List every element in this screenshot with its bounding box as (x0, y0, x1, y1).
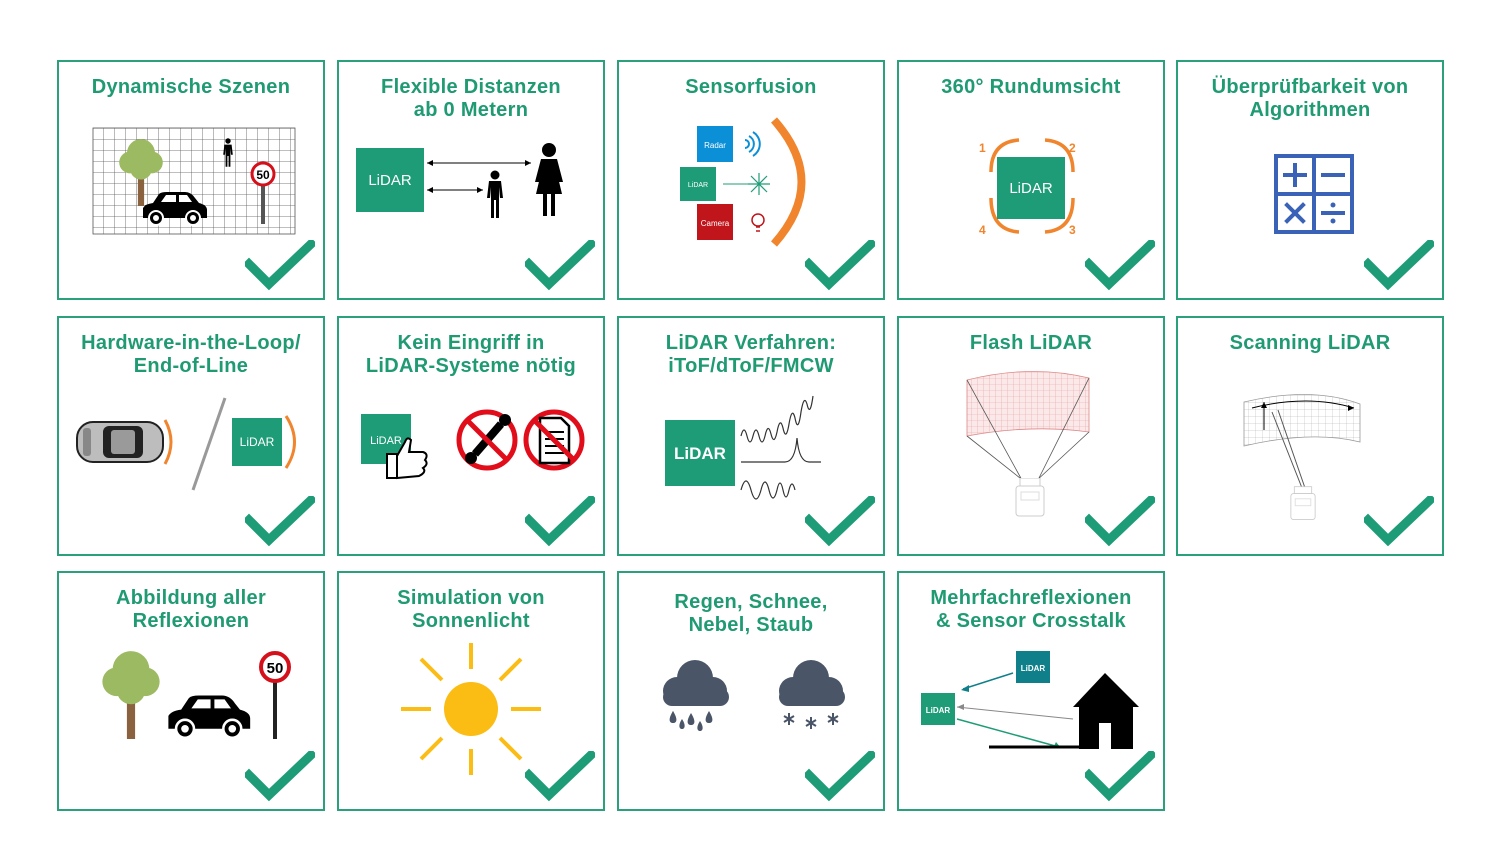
tile-title: Abbildung aller Reflexionen (115, 587, 267, 632)
no-tool-icon (456, 409, 518, 471)
no-intervention-icon: LiDAR (361, 409, 585, 480)
tile-mehrfachreflexionen: Mehrfachreflexionen & Sensor Crosstalk L… (897, 571, 1165, 811)
tile-title: Dynamische Szenen (91, 76, 291, 98)
check-icon (805, 240, 875, 290)
tile-title: Flexible Distanzen ab 0 Metern (381, 76, 561, 121)
tile-title: Mehrfachreflexionen & Sensor Crosstalk (930, 587, 1132, 632)
scanning-lidar-icon (1243, 394, 1361, 521)
speed-sign-label: 50 (267, 660, 284, 677)
tile-title: Kein Eingriff in LiDAR-Systeme nötig (365, 332, 577, 377)
check-icon (1085, 751, 1155, 801)
sun-icon (401, 643, 541, 775)
check-icon (525, 496, 595, 546)
rain-cloud-icon (663, 660, 729, 731)
tile-title: 360° Rundumsicht (941, 76, 1121, 98)
tile-title: Regen, Schnee, Nebel, Staub (674, 591, 828, 636)
check-icon (245, 496, 315, 546)
waveform-icon: LiDAR (665, 395, 821, 500)
car-top-view-icon (76, 421, 164, 463)
check-icon (1364, 240, 1434, 290)
camera-label: Camera (701, 219, 730, 228)
tile-abbildung-reflexionen: Abbildung aller Reflexionen 50 (57, 571, 325, 811)
tile-title: Hardware-in-the-Loop/ End-of-Line (81, 332, 301, 377)
lidar-label: LiDAR (926, 706, 951, 715)
distance-icon: LiDAR (356, 143, 563, 218)
check-icon (1085, 240, 1155, 290)
tile-sonnenlicht: Simulation von Sonnenlicht (337, 571, 605, 811)
check-icon (805, 496, 875, 546)
tile-title: Simulation von Sonnenlicht (397, 587, 545, 632)
calculator-icon (1274, 154, 1354, 234)
thumbs-up-icon (386, 437, 428, 480)
sensor-fusion-icon: Radar LiDAR Camera (680, 117, 806, 247)
tile-kein-eingriff: Kein Eingriff in LiDAR-Systeme nötig LiD… (337, 316, 605, 556)
lidar-label: LiDAR (674, 444, 726, 463)
tile-flash-lidar: Flash LiDAR (897, 316, 1165, 556)
quadrant-label: 1 (979, 141, 986, 155)
tile-verfahren: LiDAR Verfahren: iToF/dToF/FMCW LiDAR (617, 316, 885, 556)
tile-scanning-lidar: Scanning LiDAR (1176, 316, 1444, 556)
check-icon (525, 751, 595, 801)
scene-grid-icon: 50 (92, 127, 296, 235)
crosstalk-icon: LiDAR LiDAR (921, 651, 1139, 749)
tile-title: Überprüfbarkeit von Algorithmen (1211, 76, 1409, 121)
hil-icon: LiDAR (76, 397, 296, 491)
tile-title: Flash LiDAR (969, 332, 1093, 354)
lidar-label: LiDAR (1021, 664, 1046, 673)
tile-rundumsicht: 360° Rundumsicht LiDAR 1 2 3 4 (897, 60, 1165, 300)
speed-sign-label: 50 (256, 168, 270, 182)
tile-wetter: Regen, Schnee, Nebel, Staub (617, 571, 885, 811)
tile-title: Scanning LiDAR (1229, 332, 1391, 354)
flash-lidar-icon (966, 371, 1090, 517)
check-icon (245, 240, 315, 290)
check-icon (805, 751, 875, 801)
tile-dynamische-szenen: Dynamische Szenen 50 (57, 60, 325, 300)
lidar-label: LiDAR (368, 172, 412, 189)
weather-icon (663, 660, 845, 731)
check-icon (245, 751, 315, 801)
reflections-icon: 50 (102, 651, 291, 739)
tile-title: Sensorfusion (685, 76, 817, 98)
quadrant-label: 3 (1069, 223, 1076, 237)
lidar-label: LiDAR (688, 182, 708, 189)
check-icon (1085, 496, 1155, 546)
check-icon (1364, 496, 1434, 546)
tile-title: LiDAR Verfahren: iToF/dToF/FMCW (665, 332, 837, 377)
check-icon (525, 240, 595, 290)
house-icon (1073, 673, 1139, 749)
tile-ueberpruefbarkeit: Überprüfbarkeit von Algorithmen (1176, 60, 1444, 300)
lidar-label: LiDAR (240, 435, 275, 449)
tile-hardware-in-the-loop: Hardware-in-the-Loop/ End-of-Line LiDAR (57, 316, 325, 556)
snow-cloud-icon (779, 660, 845, 729)
tile-sensorfusion: Sensorfusion Radar LiDAR Camera (617, 60, 885, 300)
tile-flexible-distanzen: Flexible Distanzen ab 0 Metern LiDAR (337, 60, 605, 300)
lidar-label: LiDAR (370, 435, 402, 447)
quadrant-label: 2 (1069, 141, 1076, 155)
radar-label: Radar (704, 141, 726, 150)
lidar-label: LiDAR (1009, 180, 1053, 197)
no-document-icon (523, 409, 585, 471)
surround-view-icon: LiDAR 1 2 3 4 (979, 138, 1076, 237)
quadrant-label: 4 (979, 223, 986, 237)
